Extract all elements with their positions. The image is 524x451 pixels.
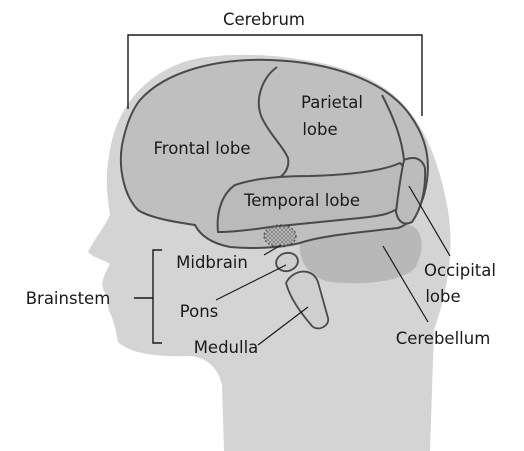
pons-label: Pons	[180, 302, 219, 321]
medulla-label: Medulla	[194, 338, 259, 357]
occipital-lobe-label-line1: Occipital	[424, 261, 496, 280]
midbrain-label: Midbrain	[176, 253, 248, 272]
parietal-lobe-label-line2: lobe	[302, 120, 337, 139]
cerebrum-label: Cerebrum	[223, 10, 305, 29]
frontal-lobe-label: Frontal lobe	[154, 139, 251, 158]
brainstem-label: Brainstem	[26, 289, 111, 308]
temporal-lobe-label: Temporal lobe	[243, 191, 360, 210]
midbrain-region	[264, 225, 296, 247]
cerebellum-label: Cerebellum	[396, 329, 491, 348]
parietal-lobe-label-line1: Parietal	[301, 93, 363, 112]
occipital-lobe-label-line2: lobe	[425, 287, 460, 306]
